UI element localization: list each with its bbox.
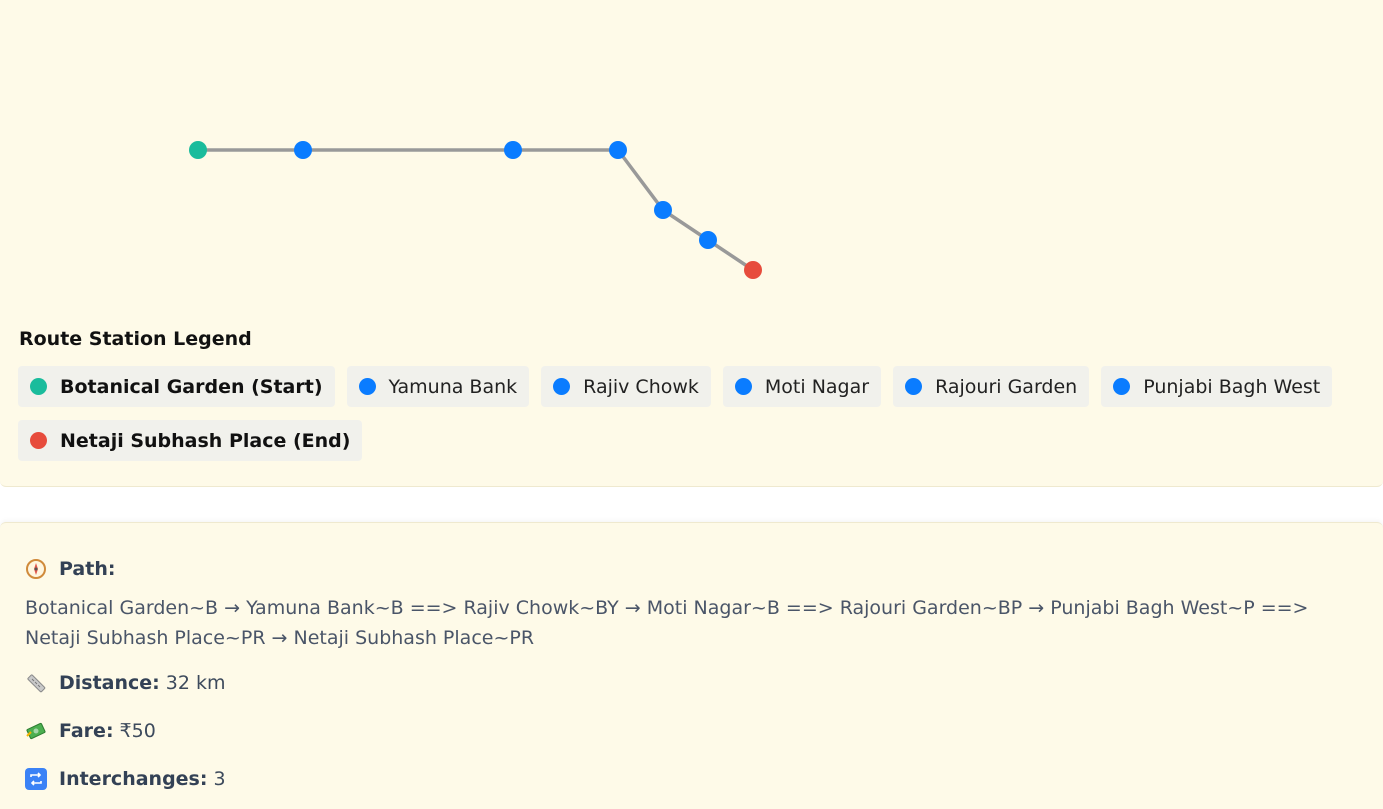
route-map — [189, 141, 762, 279]
fare-label: Fare: — [59, 720, 114, 742]
path-row: Path: — [25, 558, 121, 580]
fare-value: ₹50 — [119, 720, 156, 742]
legend-list: Botanical Garden (Start) Yamuna Bank Raj… — [18, 366, 1358, 461]
legend-item-start: Botanical Garden (Start) — [18, 366, 335, 407]
station-dot-icon — [1113, 378, 1131, 395]
path-label: Path: — [59, 558, 116, 580]
legend-item-label: Rajouri Garden — [935, 375, 1078, 398]
compass-icon — [25, 558, 47, 580]
legend-item-station: Rajiv Chowk — [541, 366, 711, 407]
start-station-node — [189, 141, 207, 159]
legend-item-end: Netaji Subhash Place (End) — [18, 420, 363, 461]
station-node — [609, 141, 627, 159]
station-node — [294, 141, 312, 159]
legend-title: Route Station Legend — [19, 328, 252, 350]
interchanges-label: Interchanges: — [59, 768, 208, 790]
station-dot-icon — [358, 378, 376, 395]
legend-item-label: Yamuna Bank — [388, 375, 518, 398]
end-dot-icon — [30, 432, 47, 449]
legend-item-label: Moti Nagar — [764, 375, 870, 398]
ruler-icon — [25, 672, 47, 694]
station-node — [654, 201, 672, 219]
legend-item-label: Botanical Garden (Start) — [60, 375, 323, 398]
distance-row: Distance: 32 km — [25, 672, 226, 694]
legend-item-station: Moti Nagar — [722, 366, 882, 407]
legend-item-station: Yamuna Bank — [346, 366, 530, 407]
end-station-node — [744, 261, 762, 279]
distance-value: 32 km — [165, 672, 226, 694]
route-nodes — [189, 141, 762, 279]
path-value: Botanical Garden~B → Yamuna Bank~B ==> R… — [25, 597, 1309, 649]
station-dot-icon — [905, 378, 923, 395]
interchanges-value: 3 — [213, 768, 226, 790]
legend-item-label: Rajiv Chowk — [583, 375, 699, 398]
repeat-icon — [25, 768, 47, 790]
legend-item-station: Rajouri Garden — [893, 366, 1090, 407]
route-map-card: Route Station Legend Botanical Garden (S… — [0, 0, 1383, 487]
interchanges-row: Interchanges: 3 — [25, 768, 226, 790]
station-node — [504, 141, 522, 159]
station-node — [699, 231, 717, 249]
distance-label: Distance: — [59, 672, 160, 694]
money-icon — [25, 720, 47, 742]
station-dot-icon — [553, 378, 571, 395]
legend-item-station: Punjabi Bagh West — [1101, 366, 1333, 407]
start-dot-icon — [30, 378, 47, 395]
station-dot-icon — [734, 378, 752, 395]
fare-row: Fare: ₹50 — [25, 720, 156, 742]
legend-item-label: Netaji Subhash Place (End) — [60, 429, 351, 452]
legend-item-label: Punjabi Bagh West — [1143, 375, 1321, 398]
route-info-card — [0, 522, 1383, 809]
